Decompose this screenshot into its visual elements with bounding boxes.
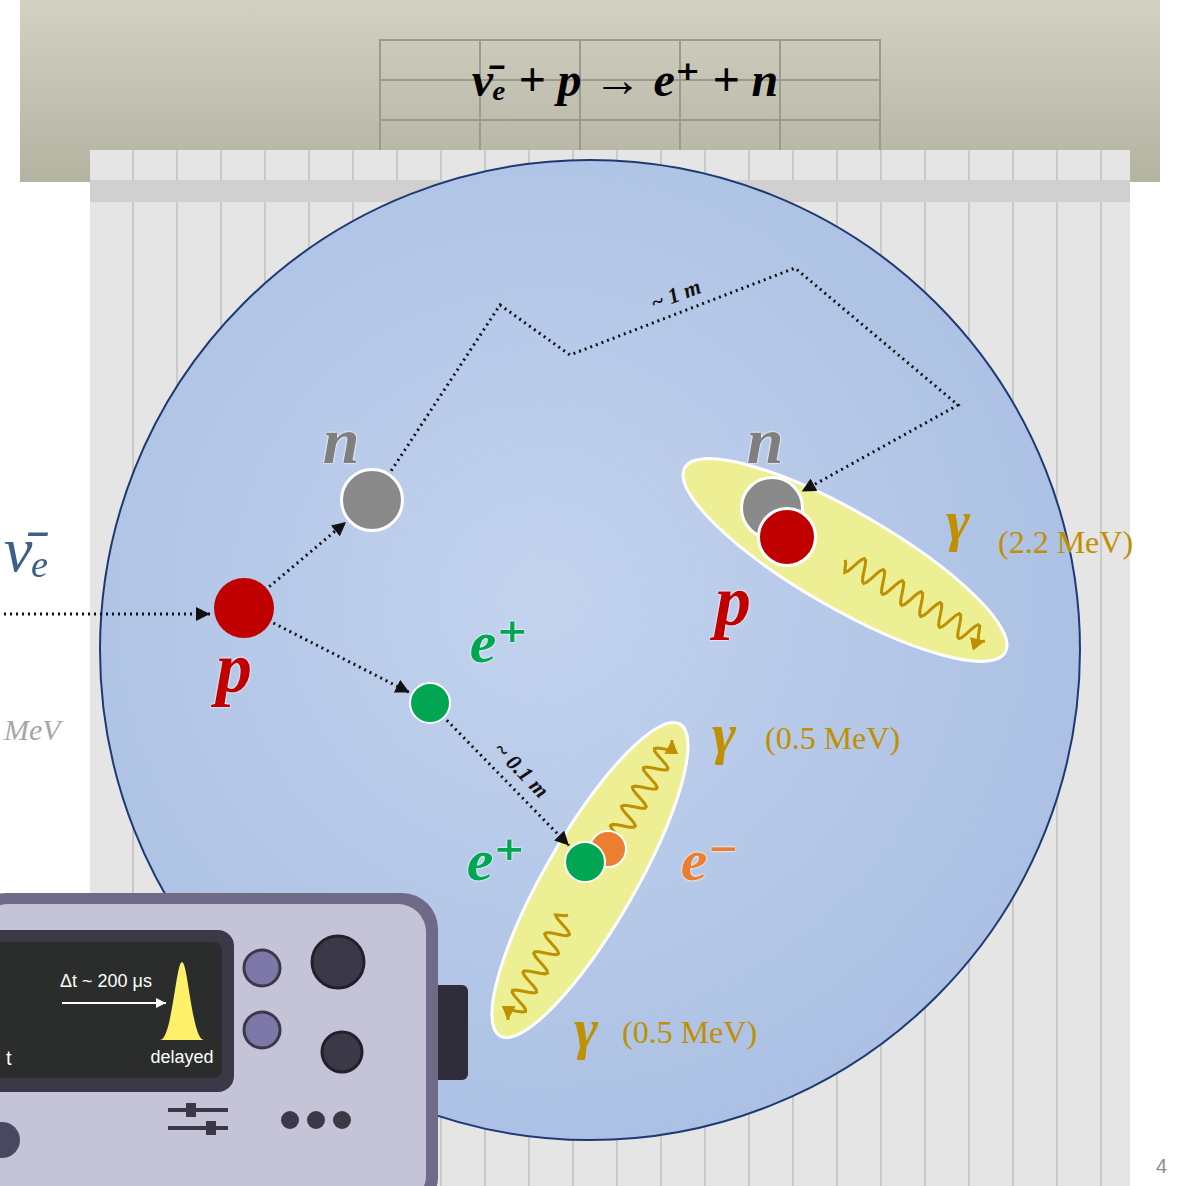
oscilloscope (0, 893, 468, 1186)
delayed-label: delayed (150, 1048, 213, 1066)
positron-circle: e⁺ (564, 841, 606, 883)
scope-button (333, 1111, 351, 1129)
detector-wall (90, 150, 1130, 1186)
gamma-wave (845, 559, 985, 642)
annihilation-ellipse (461, 702, 719, 1059)
dotted-arrow (273, 623, 409, 693)
proton-circle: p (757, 507, 817, 567)
particle-symbol: e⁻ (681, 830, 739, 890)
dotted-arrow (447, 720, 569, 845)
scaffold-beam (380, 119, 880, 121)
scope-bezel (0, 930, 234, 1092)
scope-case (0, 893, 438, 1186)
scope-slider (168, 1108, 228, 1112)
reaction-equation: ν̄ₑ + p → e⁺ + n (472, 56, 779, 104)
scope-slider-thumb (206, 1121, 216, 1135)
time-gap-label: Δt ~ 200 μs (60, 972, 152, 990)
gamma-symbol: γ (946, 492, 970, 550)
scope-face (0, 904, 426, 1186)
particle-symbol: n (747, 408, 784, 474)
neutrino-symbol: ν̄ₑ (4, 518, 49, 582)
positron-circle: e⁺ (409, 682, 451, 724)
particle-symbol: p (216, 632, 252, 704)
particle-symbol: n (323, 408, 360, 474)
scope-knob (0, 1122, 20, 1158)
dotted-arrow (269, 522, 346, 587)
scope-knob (244, 950, 280, 986)
scope-knob (244, 1012, 280, 1048)
gamma-symbol: γ (712, 705, 736, 763)
time-arrow (62, 1002, 166, 1004)
scope-button (307, 1111, 325, 1129)
gamma-symbol: γ (574, 1000, 598, 1058)
scope-screen (0, 942, 222, 1078)
scope-button (281, 1111, 299, 1129)
incoming-neutrino-arrow (4, 613, 210, 616)
particle-symbol: e⁺ (470, 612, 528, 672)
neutron-circle: n (340, 468, 404, 532)
gamma-wave (611, 740, 674, 845)
gamma-energy: (0.5 MeV) (622, 1016, 757, 1048)
dotted-arrow (391, 268, 958, 492)
page-number: 4 (1156, 1156, 1167, 1176)
gamma-energy: (2.2 MeV) (998, 526, 1133, 558)
prompt-label: t (6, 1048, 12, 1068)
scope-knob (312, 936, 364, 988)
particle-symbol: e⁺ (467, 830, 525, 890)
annihilation-ellipse (661, 426, 1029, 694)
scope-slider (168, 1126, 228, 1130)
gamma-group (461, 426, 1029, 1058)
proton-circle: p (214, 578, 274, 638)
particle-symbol: p (715, 565, 751, 637)
delayed-pulse (160, 962, 204, 1040)
scope-slider-thumb (186, 1103, 196, 1117)
scope-knob (322, 1032, 362, 1072)
gamma-energy: (0.5 MeV) (765, 722, 900, 754)
gamma-wave (506, 915, 569, 1020)
energy-note: MeV (4, 715, 61, 745)
